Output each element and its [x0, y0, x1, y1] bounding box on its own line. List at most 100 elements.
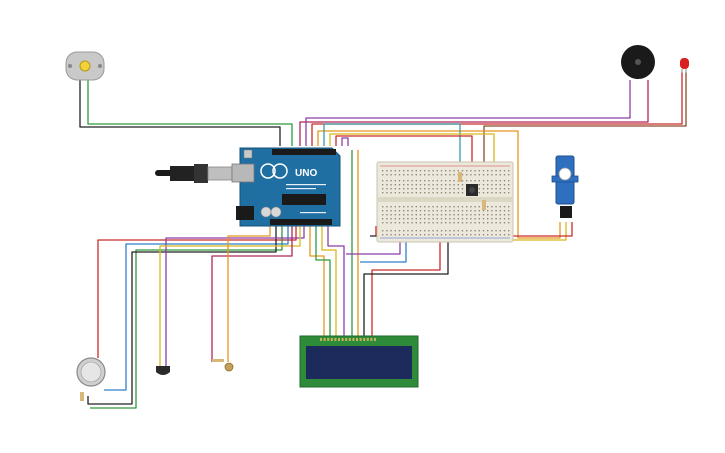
wire-gas-black[interactable]	[87, 226, 277, 405]
breadboard-hole	[508, 192, 510, 194]
piezo-buzzer[interactable]	[621, 45, 655, 79]
breadboard-hole	[453, 184, 455, 186]
wire-gas-red[interactable]	[97, 226, 297, 358]
breadboard-hole	[424, 180, 426, 182]
arduino-uno[interactable]: UNO	[231, 147, 341, 227]
lcd-screen	[306, 346, 412, 379]
breadboard-hole	[419, 206, 422, 208]
wire-motor-black[interactable]	[79, 80, 281, 146]
breadboard-hole	[415, 206, 417, 208]
breadboard-hole	[394, 214, 396, 216]
breadboard-hole	[436, 206, 438, 208]
breadboard-hole	[398, 210, 401, 212]
wire-temp-yellow[interactable]	[159, 226, 301, 366]
lcd-pin	[356, 338, 358, 341]
wire-temp-purple[interactable]	[165, 226, 305, 366]
breadboard-hole	[382, 174, 384, 176]
wire-lcd-1[interactable]	[309, 226, 325, 338]
lcd-pin	[352, 338, 355, 341]
temperature-sensor[interactable]	[156, 366, 170, 375]
breadboard-hole	[386, 206, 388, 208]
breadboard-hole	[461, 222, 464, 224]
photoresistor[interactable]	[212, 359, 234, 372]
led[interactable]	[680, 58, 689, 73]
breadboard-hole	[449, 188, 451, 190]
lcd-pin	[338, 338, 340, 341]
breadboard-hole	[386, 218, 388, 220]
wire-top-red[interactable]	[335, 135, 473, 178]
breadboard-hole	[432, 234, 434, 236]
breadboard-hole	[411, 192, 413, 194]
breadboard-hole	[424, 174, 426, 176]
breadboard-hole	[394, 206, 396, 208]
breadboard-hole	[407, 184, 409, 186]
wire-led-red[interactable]	[311, 72, 683, 146]
lcd-pin	[341, 338, 344, 341]
wire-top-orange[interactable]	[317, 130, 561, 239]
breadboard-hole	[415, 222, 417, 224]
breadboard-hole	[482, 174, 485, 176]
wire-top-teal[interactable]	[323, 123, 461, 178]
breadboard[interactable]	[376, 161, 514, 243]
breadboard-hole	[424, 230, 426, 232]
breadboard-hole	[428, 184, 430, 186]
wire-buzzer-crimson[interactable]	[299, 80, 649, 146]
micro-servo[interactable]	[551, 155, 579, 218]
lcd-16x2[interactable]	[299, 335, 419, 388]
breadboard-hole	[398, 218, 401, 220]
breadboard-hole	[470, 230, 472, 232]
breadboard-hole	[424, 170, 426, 172]
breadboard-hole	[411, 184, 413, 186]
gas-sensor[interactable]	[76, 357, 106, 401]
breadboard-hole	[499, 188, 501, 190]
breadboard-hole	[466, 214, 468, 216]
push-button[interactable]	[466, 184, 478, 196]
breadboard-hole	[495, 230, 497, 232]
wire-servo-red[interactable]	[494, 222, 573, 237]
breadboard-hole	[491, 210, 493, 212]
wire-buzzer-purple[interactable]	[305, 80, 631, 146]
breadboard-hole	[398, 234, 401, 236]
breadboard-hole	[503, 214, 506, 216]
breadboard-hole	[440, 222, 443, 224]
dc-motor[interactable]	[65, 51, 105, 81]
breadboard-hole	[487, 184, 489, 186]
breadboard-hole	[436, 174, 438, 176]
breadboard-hole	[474, 218, 476, 220]
wire-ldr-orange[interactable]	[227, 226, 271, 362]
breadboard-hole	[449, 174, 451, 176]
breadboard-hole	[445, 184, 447, 186]
breadboard-hole	[457, 230, 459, 232]
breadboard-hole	[482, 184, 485, 186]
breadboard-hole	[424, 210, 426, 212]
breadboard-hole	[436, 214, 438, 216]
lcd-pin	[323, 338, 326, 341]
breadboard-hole	[461, 210, 464, 212]
breadboard-hole	[478, 206, 480, 208]
breadboard-hole	[436, 192, 438, 194]
wire-lcd-2[interactable]	[315, 226, 331, 338]
breadboard-hole	[457, 218, 459, 220]
breadboard-hole	[508, 174, 510, 176]
wire-gas-green[interactable]	[90, 226, 283, 409]
breadboard-hole	[407, 222, 409, 224]
breadboard-hole	[424, 206, 426, 208]
breadboard-hole	[440, 184, 443, 186]
breadboard-hole	[495, 206, 497, 208]
breadboard-hole	[394, 218, 396, 220]
breadboard-hole	[403, 234, 405, 236]
wire-top-purple[interactable]	[341, 137, 349, 146]
reset-button[interactable]	[243, 149, 253, 159]
wire-bb-blue[interactable]	[360, 236, 407, 263]
wire-lcd-3[interactable]	[321, 226, 337, 338]
breadboard-hole	[445, 230, 447, 232]
wire-ldr-crimson[interactable]	[211, 226, 293, 362]
wire-lcd-4[interactable]	[327, 226, 345, 338]
breadboard-hole	[461, 218, 464, 220]
breadboard-hole	[466, 206, 468, 208]
wire-motor-green[interactable]	[87, 80, 293, 146]
breadboard-hole	[415, 234, 417, 236]
wire-led-brown[interactable]	[483, 72, 687, 162]
breadboard-hole	[382, 184, 384, 186]
atmega-chip	[282, 194, 326, 205]
